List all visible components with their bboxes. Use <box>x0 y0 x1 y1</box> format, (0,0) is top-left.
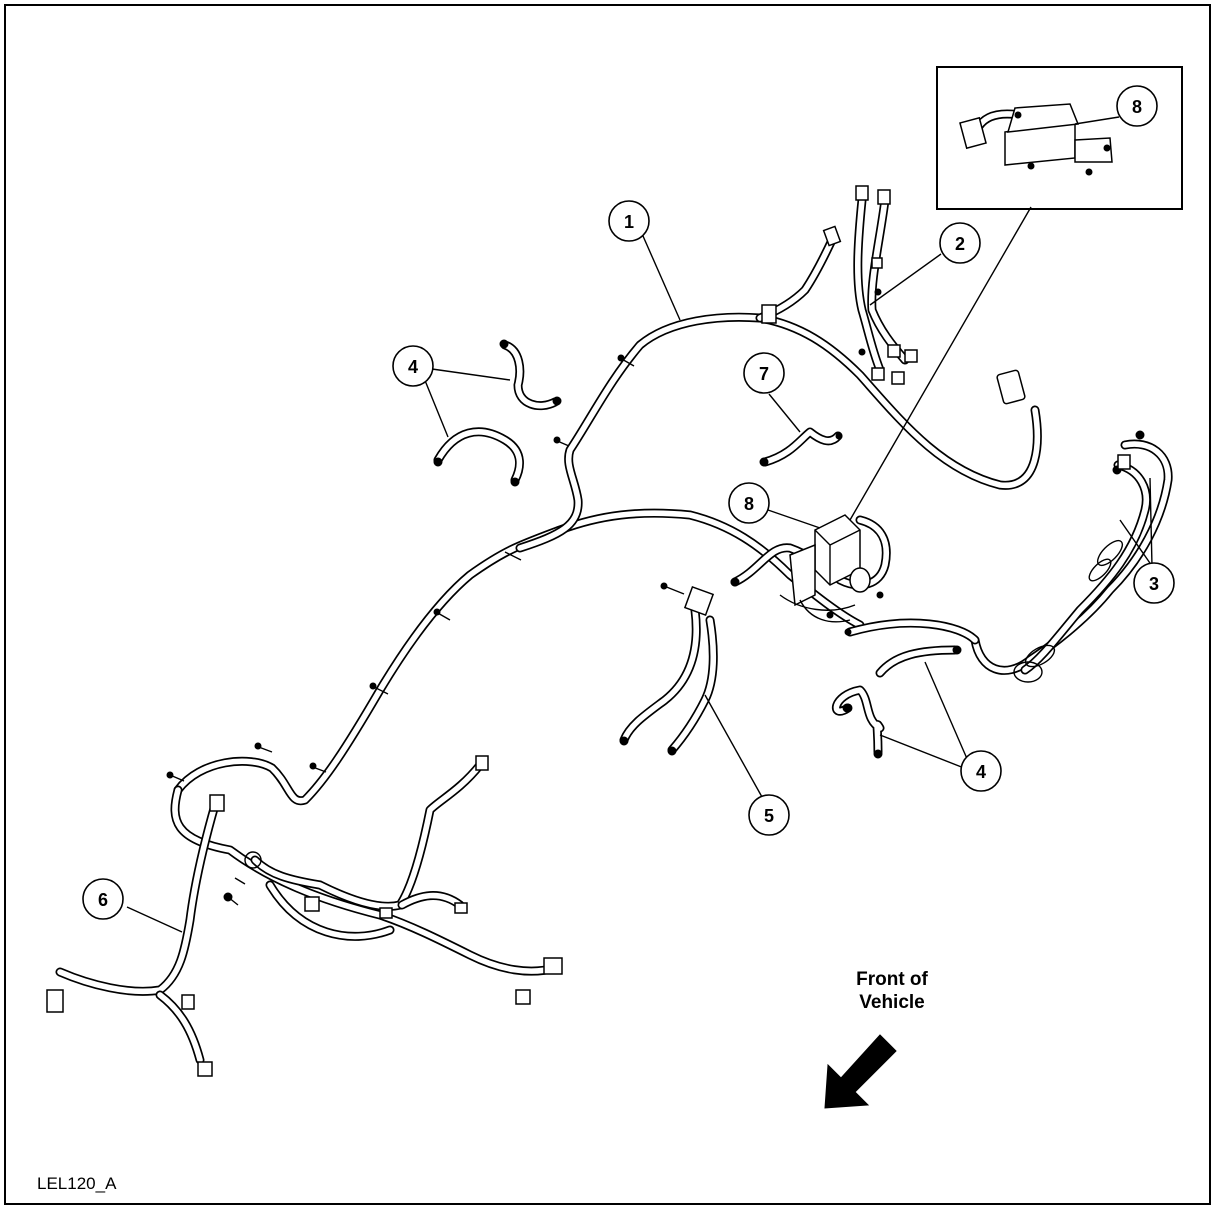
callout-8-main: 8 <box>728 482 770 524</box>
cable-7 <box>759 427 843 467</box>
figure-reference-code: LEL120_A <box>37 1174 117 1193</box>
svg-text:4: 4 <box>408 357 418 377</box>
svg-text:3: 3 <box>1149 574 1159 594</box>
front-of-vehicle-label: Front of Vehicle <box>830 968 954 1014</box>
callout-6: 6 <box>82 878 124 920</box>
callout-4-right: 4 <box>960 750 1002 792</box>
harness-2 <box>853 185 918 385</box>
svg-text:6: 6 <box>98 890 108 910</box>
harness-1 <box>166 225 1042 806</box>
harness-3 <box>844 430 1173 683</box>
cable-5 <box>619 582 718 756</box>
callout-5: 5 <box>748 794 790 836</box>
svg-text:4: 4 <box>976 762 986 782</box>
front-label-line1: Front of <box>856 969 928 990</box>
callout-3: 3 <box>1133 562 1175 604</box>
svg-text:8: 8 <box>744 494 754 514</box>
callout-2: 2 <box>939 222 981 264</box>
svg-text:5: 5 <box>764 806 774 826</box>
callout-4-left: 4 <box>392 345 434 387</box>
module-8 <box>730 514 891 623</box>
svg-text:1: 1 <box>624 212 634 232</box>
leader-lines <box>126 116 1153 933</box>
front-of-vehicle-arrow-icon <box>824 1034 897 1109</box>
svg-text:7: 7 <box>759 364 769 384</box>
svg-text:2: 2 <box>955 234 965 254</box>
callout-1: 1 <box>608 200 650 242</box>
harness-6 <box>46 755 563 1077</box>
svg-text:8: 8 <box>1132 97 1142 117</box>
callout-7: 7 <box>743 352 785 394</box>
cables-4 <box>433 339 962 759</box>
front-label-line2: Vehicle <box>859 992 925 1013</box>
callout-8-inset: 8 <box>1116 85 1158 127</box>
